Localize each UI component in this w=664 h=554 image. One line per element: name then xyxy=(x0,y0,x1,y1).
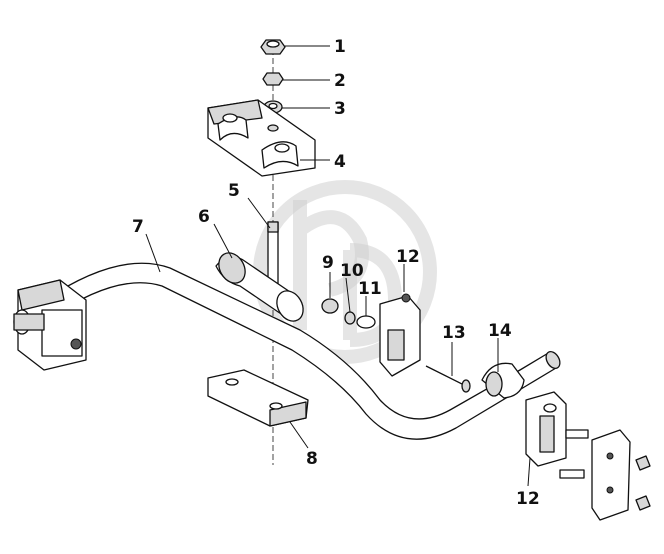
callout-4: 4 xyxy=(334,152,346,172)
part-4-upper-clamp xyxy=(207,99,316,177)
callout-8: 8 xyxy=(306,449,318,469)
leader-lines xyxy=(145,45,531,487)
part-2-nut xyxy=(262,72,284,86)
callout-13: 13 xyxy=(442,323,466,343)
part-6-bushing xyxy=(215,252,304,322)
part-11-washer xyxy=(356,315,376,329)
callout-3: 3 xyxy=(334,99,346,119)
part-8-lower-clamp xyxy=(207,369,309,427)
callout-5: 5 xyxy=(228,181,240,201)
part-14-bushing xyxy=(481,362,525,399)
callout-12-lower: 12 xyxy=(516,489,540,509)
left-end-bracket xyxy=(13,279,87,371)
part-9-spacer xyxy=(321,298,339,314)
callout-1: 1 xyxy=(334,37,346,57)
callout-12-upper: 12 xyxy=(396,247,420,267)
part-1-nut xyxy=(260,39,286,55)
callout-7: 7 xyxy=(132,217,144,237)
callout-14: 14 xyxy=(488,321,512,341)
part-12-link-bracket-upper xyxy=(379,293,421,377)
callout-9: 9 xyxy=(322,253,334,273)
part-13-pin xyxy=(425,365,471,393)
callout-labels: 1 2 3 4 5 6 7 8 9 10 11 12 13 14 12 xyxy=(132,37,540,509)
callout-2: 2 xyxy=(334,71,346,91)
callout-10: 10 xyxy=(340,261,364,281)
callout-6: 6 xyxy=(198,207,210,227)
part-7-stabilizer-bar xyxy=(44,262,561,440)
right-mounting-plate xyxy=(559,429,651,521)
part-12-link-bracket-lower xyxy=(525,391,567,467)
part-10-nut xyxy=(344,311,356,325)
callout-11: 11 xyxy=(358,279,382,299)
